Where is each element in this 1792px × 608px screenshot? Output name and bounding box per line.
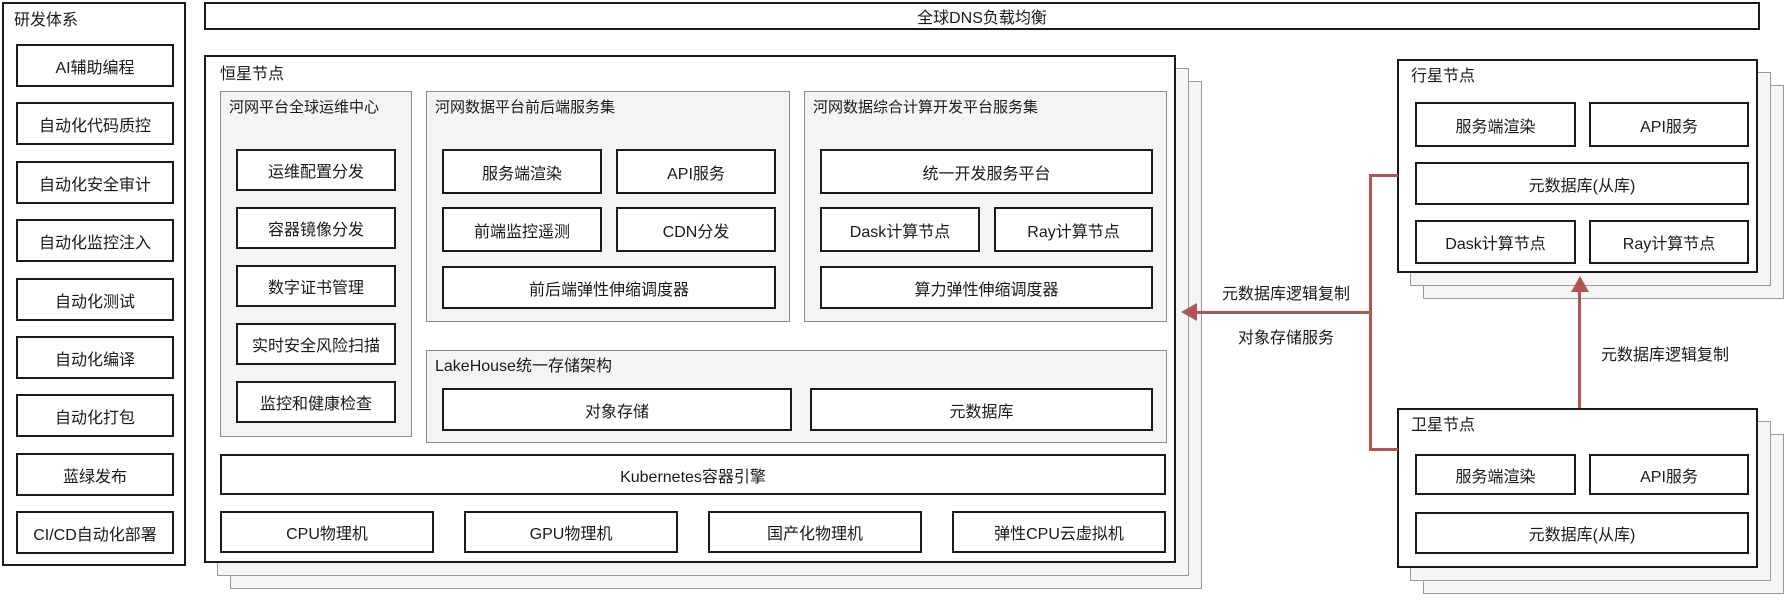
- satellite-node-title: 卫星节点: [1411, 417, 1476, 434]
- lakehouse-title: LakeHouse统一存储架构: [435, 358, 612, 375]
- hw-cpu-server: CPU物理机: [220, 511, 434, 553]
- fe-item-cdn: CDN分发: [616, 207, 776, 252]
- dns-load-balancer-bar: 全球DNS负载均衡: [204, 2, 1760, 30]
- ops-item-risk-scan: 实时安全风险扫描: [236, 323, 396, 365]
- planet-node-panel: 行星节点 服务端渲染 API服务 元数据库(从库) Dask计算节点 Ray计算…: [1397, 59, 1758, 273]
- dev-item-security-audit: 自动化安全审计: [16, 161, 174, 204]
- compute-platform-title: 河网数据综合计算开发平台服务集: [813, 99, 1039, 116]
- fe-item-ssr: 服务端渲染: [442, 149, 602, 194]
- star-node-title: 恒星节点: [220, 66, 285, 83]
- cp-item-ray: Ray计算节点: [994, 207, 1153, 252]
- ops-item-health-check: 监控和健康检查: [236, 381, 396, 423]
- cp-item-compute-autoscaler: 算力弹性伸缩调度器: [820, 266, 1153, 309]
- dev-item-auto-package: 自动化打包: [16, 394, 174, 437]
- connector-to-planet-line: [1371, 174, 1398, 177]
- ops-item-cert-mgmt: 数字证书管理: [236, 265, 396, 307]
- cp-item-dask: Dask计算节点: [820, 207, 980, 252]
- hw-gpu-server: GPU物理机: [464, 511, 678, 553]
- ops-item-config-dist: 运维配置分发: [236, 149, 396, 191]
- ops-item-image-dist: 容器镜像分发: [236, 207, 396, 249]
- hw-domestic-server: 国产化物理机: [708, 511, 922, 553]
- connector-to-satellite-line: [1371, 448, 1398, 451]
- replication-arrowhead-icon: [1181, 303, 1197, 321]
- fe-item-autoscaler: 前后端弹性伸缩调度器: [442, 266, 776, 309]
- ops-center-panel: 河网平台全球运维中心 运维配置分发 容器镜像分发 数字证书管理 实时安全风险扫描…: [220, 91, 412, 437]
- satellite-item-ssr: 服务端渲染: [1415, 454, 1576, 495]
- lh-item-metadb: 元数据库: [810, 388, 1153, 431]
- planet-item-dask: Dask计算节点: [1415, 220, 1576, 264]
- dev-item-blue-green: 蓝绿发布: [16, 453, 174, 496]
- star-node-panel: 恒星节点 河网平台全球运维中心 运维配置分发 容器镜像分发 数字证书管理 实时安…: [204, 55, 1176, 563]
- hardware-row: CPU物理机 GPU物理机 国产化物理机 弹性CPU云虚拟机: [220, 511, 1166, 553]
- compute-platform-panel: 河网数据综合计算开发平台服务集 统一开发服务平台 Dask计算节点 Ray计算节…: [804, 91, 1167, 322]
- dev-item-cicd-deploy: CI/CD自动化部署: [16, 511, 174, 554]
- fe-item-telemetry: 前端监控遥测: [442, 207, 602, 252]
- hw-elastic-cpu-vm: 弹性CPU云虚拟机: [952, 511, 1166, 553]
- frontend-services-panel: 河网数据平台前后端服务集 服务端渲染 API服务 前端监控遥测 CDN分发 前后…: [426, 91, 790, 322]
- planet-item-ssr: 服务端渲染: [1415, 102, 1576, 147]
- satellite-replication-arrowhead-icon: [1571, 276, 1589, 292]
- satellite-replication-arrow-line: [1578, 291, 1581, 408]
- fe-item-api: API服务: [616, 149, 776, 194]
- satellite-item-api: API服务: [1589, 454, 1749, 495]
- dev-item-monitor-inject: 自动化监控注入: [16, 219, 174, 262]
- dev-system-title: 研发体系: [14, 12, 79, 29]
- planet-item-ray: Ray计算节点: [1589, 220, 1749, 264]
- replication-label: 元数据库逻辑复制: [1221, 286, 1350, 303]
- dns-bar-label: 全球DNS负载均衡: [917, 10, 1047, 27]
- connector-trunk-line: [1369, 174, 1372, 451]
- lakehouse-panel: LakeHouse统一存储架构 对象存储 元数据库: [426, 350, 1167, 443]
- satellite-replication-label: 元数据库逻辑复制: [1600, 347, 1729, 364]
- planet-node-title: 行星节点: [1411, 68, 1476, 85]
- satellite-item-metadb-replica: 元数据库(从库): [1415, 512, 1749, 554]
- object-storage-label: 对象存储服务: [1237, 330, 1334, 347]
- dev-item-auto-compile: 自动化编译: [16, 336, 174, 379]
- lh-item-object-storage: 对象存储: [442, 388, 792, 431]
- kubernetes-engine-bar: Kubernetes容器引擎: [220, 454, 1166, 495]
- dev-item-code-quality: 自动化代码质控: [16, 102, 174, 145]
- dev-item-ai-coding: AI辅助编程: [16, 44, 174, 87]
- ops-center-title: 河网平台全球运维中心: [229, 99, 380, 116]
- satellite-node-panel: 卫星节点 服务端渲染 API服务 元数据库(从库): [1397, 408, 1758, 568]
- planet-item-metadb-replica: 元数据库(从库): [1415, 162, 1749, 205]
- replication-arrow-line: [1196, 311, 1370, 314]
- planet-item-api: API服务: [1589, 102, 1749, 147]
- dev-item-auto-test: 自动化测试: [16, 278, 174, 321]
- dev-system-panel: 研发体系 AI辅助编程 自动化代码质控 自动化安全审计 自动化监控注入 自动化测…: [2, 2, 186, 566]
- cp-item-dev-platform: 统一开发服务平台: [820, 149, 1153, 194]
- frontend-services-title: 河网数据平台前后端服务集: [435, 99, 616, 116]
